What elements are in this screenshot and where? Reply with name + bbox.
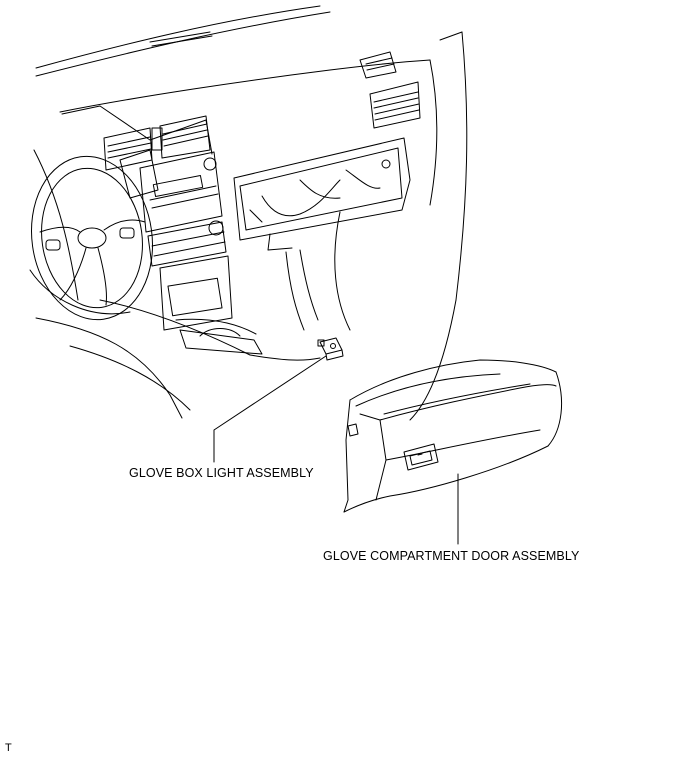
glove-box-light-part: [318, 338, 343, 360]
right-vent: [360, 52, 420, 128]
dashboard-panel: [34, 6, 467, 420]
glove-compartment-door-part: [344, 360, 562, 512]
center-console: [62, 106, 262, 354]
glove-box-opening: [234, 138, 410, 250]
steering-wheel: [21, 148, 163, 327]
illustration-code: T: [5, 742, 12, 754]
glove-box-light-label: GLOVE BOX LIGHT ASSEMBLY: [129, 466, 314, 480]
leader-line-light: [214, 356, 326, 462]
glove-compartment-door-label: GLOVE COMPARTMENT DOOR ASSEMBLY: [323, 549, 580, 563]
